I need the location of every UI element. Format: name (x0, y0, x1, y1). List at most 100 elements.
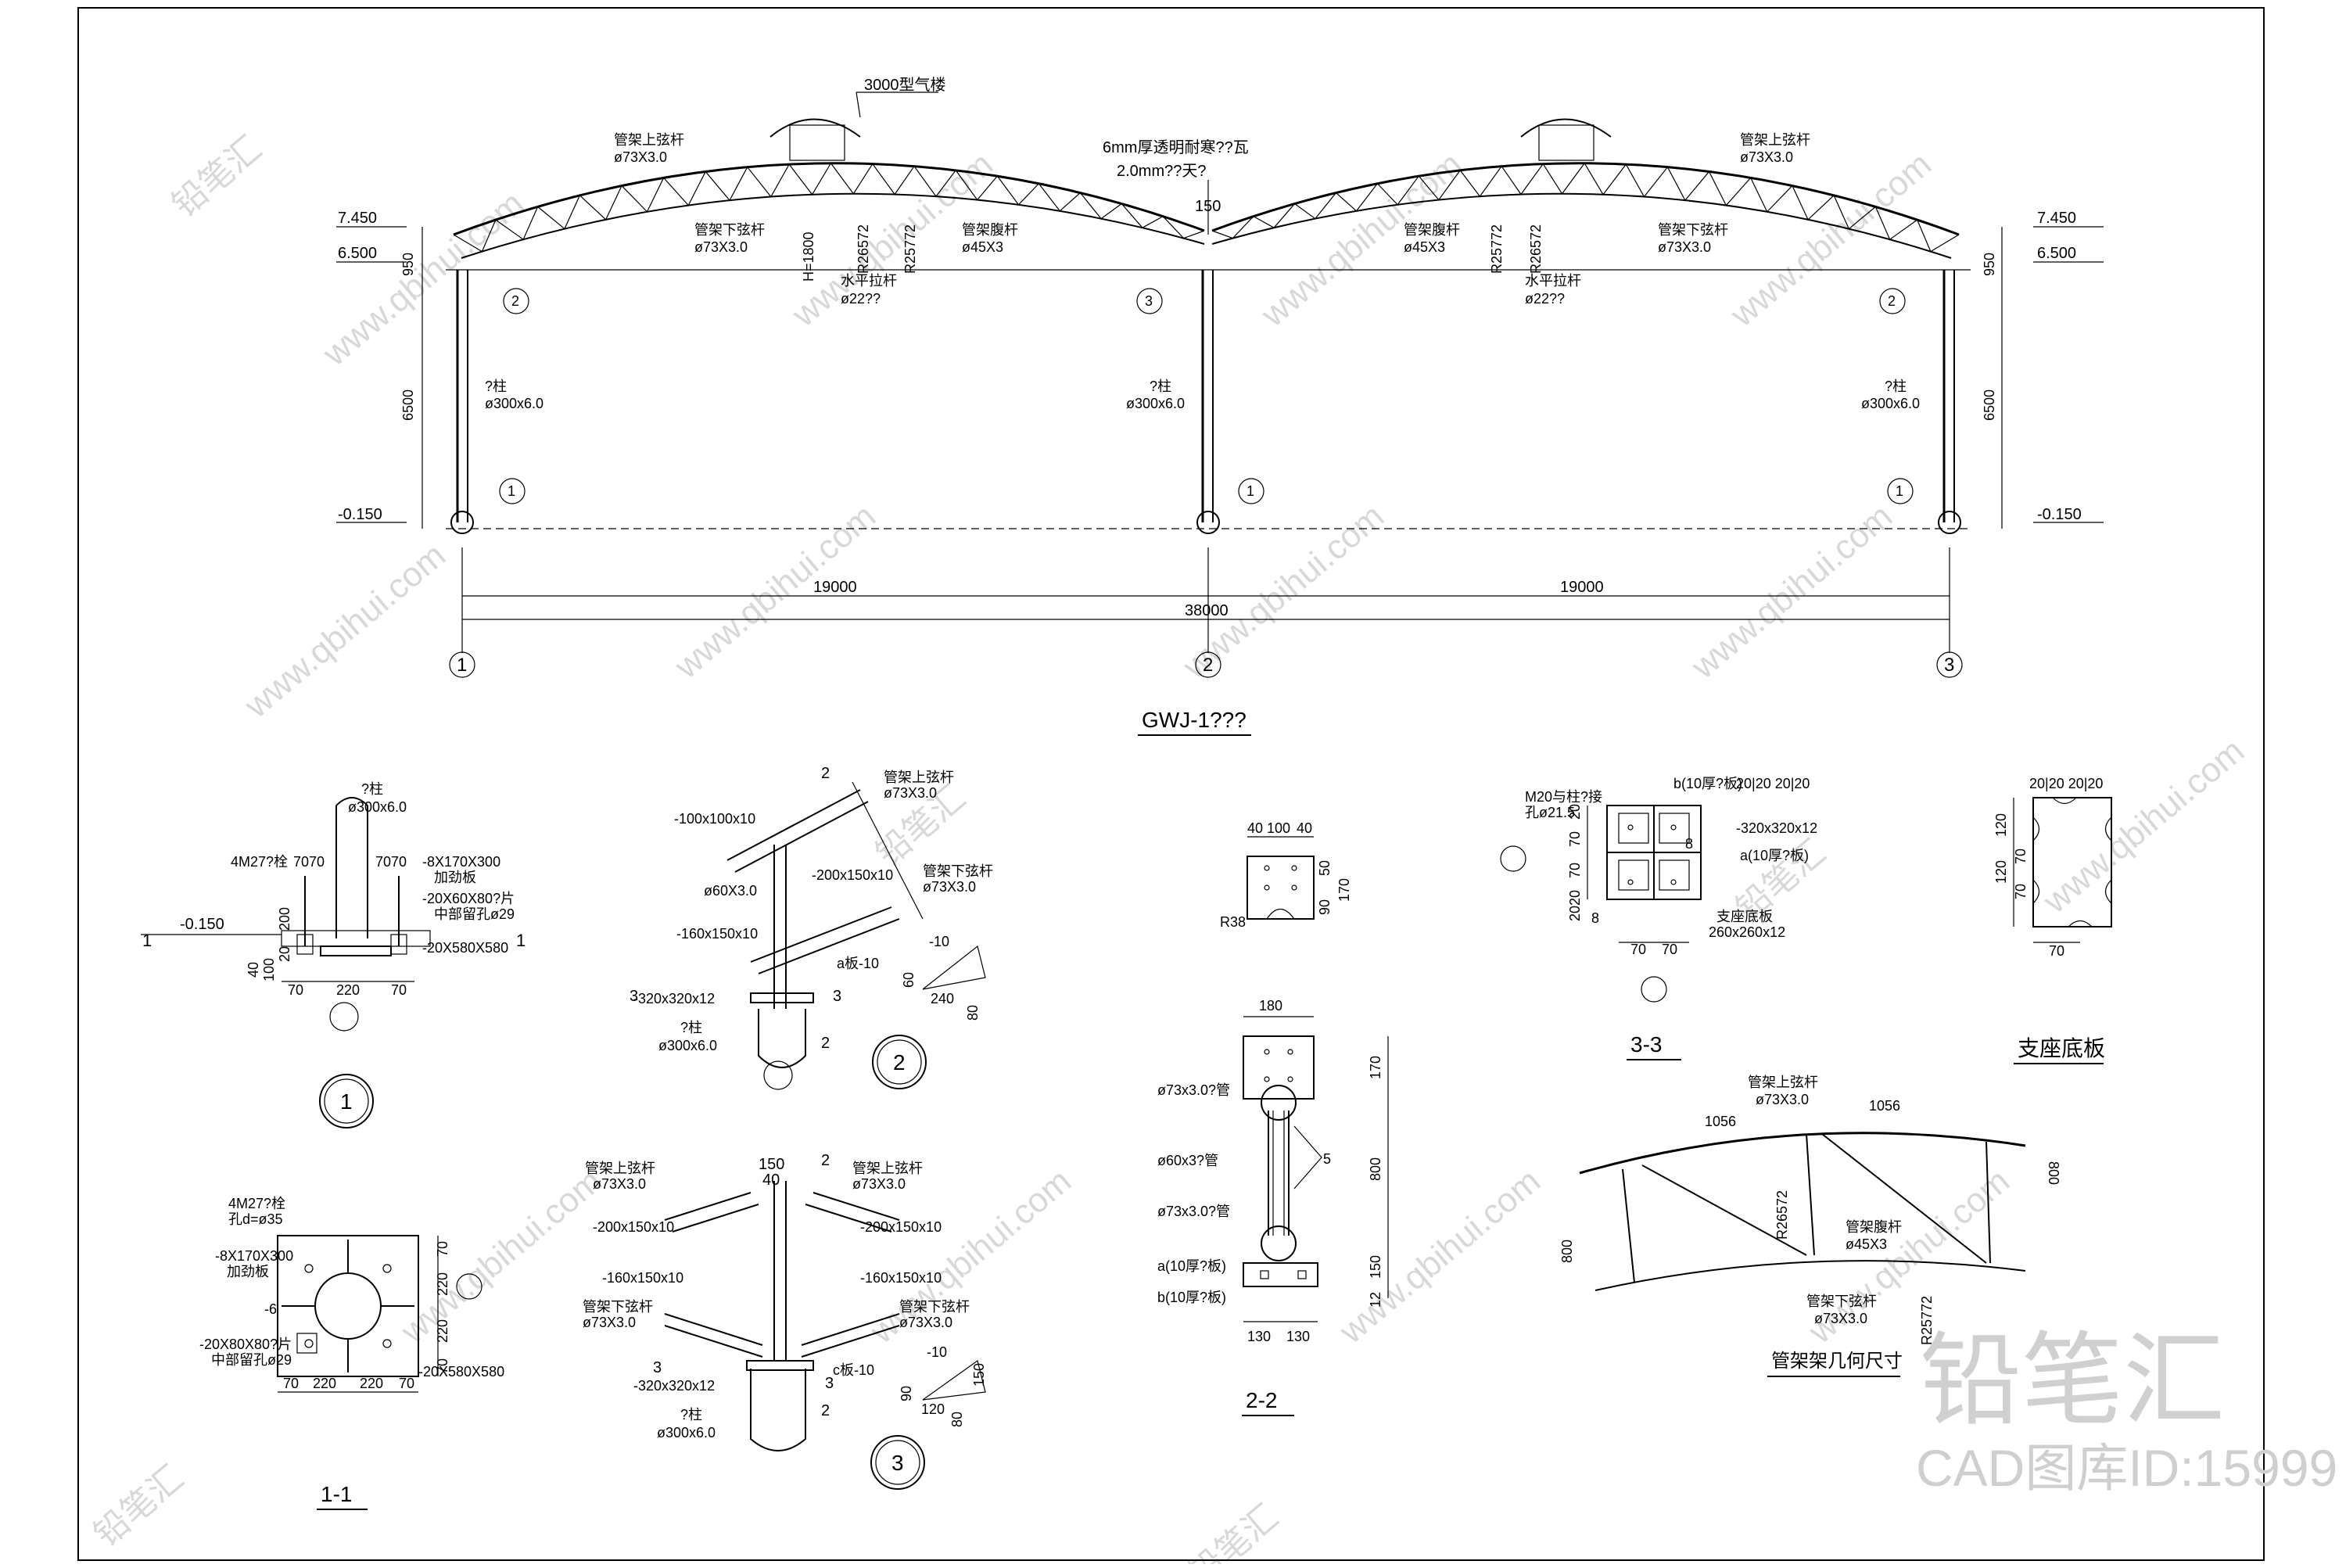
ps-r38: R38 (1220, 914, 1246, 930)
s33-top: 20|20 20|20 (1736, 776, 1810, 791)
d2-sec-2: 2 (821, 765, 830, 782)
truss-web-member (495, 219, 524, 240)
s22-lower: ø73x3.0?管 (1157, 1204, 1230, 1219)
d3-sec-2b: 2 (821, 1402, 830, 1419)
s22-180: 180 (1259, 998, 1282, 1014)
d3-lower-l-size: ø73X3.0 (583, 1315, 636, 1330)
d2-lower-size: ø73X3.0 (923, 879, 976, 895)
glazing-note-1: 6mm厚透明耐寒??瓦 (1103, 138, 1249, 156)
web-label: 管架腹杆 (962, 222, 1018, 238)
elev-top-left: 7.450 (338, 210, 377, 227)
s33-support: 支座底板 (1716, 909, 1773, 924)
ps-100: 100 (1267, 820, 1290, 836)
column-size-mid: ø300x6.0 (1126, 396, 1185, 411)
watermark-url: www.qbihui.com (1332, 1161, 1548, 1351)
s11-dim-70b: 70 (435, 1358, 450, 1374)
truss-web-member (481, 219, 497, 252)
d3-col: ?柱 (680, 1407, 702, 1423)
tie-label: 水平拉杆 (841, 273, 897, 289)
tg-radius1: R26572 (1774, 1190, 1790, 1240)
upper-chord-size-r: ø73X3.0 (1740, 149, 1793, 165)
lower-chord-size-r: ø73X3.0 (1658, 239, 1711, 255)
d1-dim-70d: 70 (391, 854, 407, 870)
truss-web-member (1602, 163, 1627, 196)
s33-base: -320x320x12 (1736, 820, 1817, 836)
truss-web-member (1807, 195, 1835, 221)
tg-1056a: 1056 (1705, 1114, 1736, 1129)
d3-sec-3: 3 (653, 1359, 662, 1376)
s11-washer-note: 中部留孔ø29 (211, 1352, 292, 1368)
truss-web-member (621, 185, 647, 213)
truss-web-member (872, 163, 895, 195)
support-plate: 20|20 20|20 120 120 70 70 70 支座底板 (1993, 776, 2112, 1064)
height-H: H=1800 (801, 231, 816, 282)
d3-lower-l: 管架下弦杆 (583, 1299, 653, 1315)
truss-web-member (935, 170, 956, 197)
section-1-1: 4M27?栓 孔d=ø35 -8X170X300 加劲板 -6 -20X80X8… (199, 1196, 504, 1510)
radius-2-r: R25772 (1489, 224, 1505, 274)
truss-web-member (913, 166, 937, 197)
truss-web-member (1833, 195, 1849, 229)
truss-web-member (852, 163, 873, 195)
d3-col-size: ø300x6.0 (657, 1425, 716, 1441)
tg-web-size: ø45X3 (1846, 1236, 1887, 1252)
truss-web-member (605, 185, 622, 221)
s33-70b: 70 (1662, 942, 1677, 957)
radius-1: R26572 (856, 224, 871, 274)
watermark-url: www.qbihui.com (1723, 145, 1939, 335)
d1-sec-right: 1 (516, 931, 526, 950)
d3-base: -320x320x12 (633, 1378, 715, 1394)
d2-base: -320x320x12 (633, 991, 715, 1006)
s33-hole: 孔ø21.5 (1525, 805, 1575, 820)
s33-bolt: M20与柱?接 (1525, 789, 1602, 805)
s22-b: b(10厚?板) (1157, 1290, 1226, 1305)
elev-eave-right: 6.500 (2037, 245, 2076, 262)
truss-web-member (1750, 178, 1768, 213)
d2-dim-80: 80 (965, 1005, 981, 1021)
d2-sec-3b: 3 (833, 988, 841, 1005)
s33-v70b: 70 (1567, 863, 1583, 878)
truss-web-member (996, 175, 1019, 206)
column-label-mid: ?柱 (1150, 379, 1171, 394)
d1-elev: -0.150 (180, 916, 224, 933)
truss-web-member (1684, 171, 1710, 201)
d3-plate160l: -160x150x10 (602, 1270, 683, 1286)
truss-web-member (1142, 216, 1164, 228)
d3-dim-80: 80 (949, 1412, 965, 1427)
d2-minus10: -10 (929, 934, 949, 949)
d1-dim-200: 200 (277, 907, 292, 931)
truss-web-member (955, 170, 978, 200)
tg-upper-size: ø73X3.0 (1756, 1092, 1809, 1107)
d3-plate160r: -160x150x10 (860, 1270, 942, 1286)
column-label: ?柱 (485, 379, 507, 394)
skylight-label: 3000型气楼 (864, 76, 946, 94)
d3-lower-r: 管架下弦杆 (899, 1299, 970, 1315)
truss-web-member (1397, 175, 1419, 206)
axis-1: 1 (457, 655, 467, 676)
dim-950-left: 950 (400, 253, 416, 276)
truss-web-member (663, 177, 689, 206)
tg-lower-size: ø73X3.0 (1814, 1311, 1867, 1326)
truss-webs-left (453, 163, 1205, 253)
web-size: ø45X3 (962, 239, 1003, 255)
truss-web-member (894, 166, 915, 195)
d3-dim-120: 120 (921, 1401, 945, 1417)
tag-1-left: 1 (508, 483, 515, 499)
section-3-3: M20与柱?接 孔ø21.5 b(10厚?板) 20|20 20|20 -320… (1500, 776, 1817, 1060)
d2-upper: 管架上弦杆 (884, 770, 954, 785)
s33-8b: 8 (1591, 910, 1599, 926)
d2-sec-2b: 2 (821, 1035, 830, 1052)
d3-dim-150: 150 (759, 1156, 784, 1173)
d3-plate200l: -200x150x10 (593, 1219, 674, 1235)
s33-v20b: 20 (1567, 890, 1583, 906)
d1-rib-note: 加劲板 (434, 870, 476, 885)
s11-hole: 孔d=ø35 (228, 1211, 283, 1227)
elev-base-right: -0.150 (2037, 506, 2082, 523)
s22-title: 2-2 (1246, 1388, 1277, 1412)
web-label-r: 管架腹杆 (1404, 222, 1460, 238)
lower-chord-size: ø73X3.0 (694, 239, 748, 255)
sp-120a: 120 (1993, 813, 2009, 837)
tg-web: 管架腹杆 (1846, 1219, 1902, 1235)
elev-eave-left: 6.500 (338, 245, 377, 262)
